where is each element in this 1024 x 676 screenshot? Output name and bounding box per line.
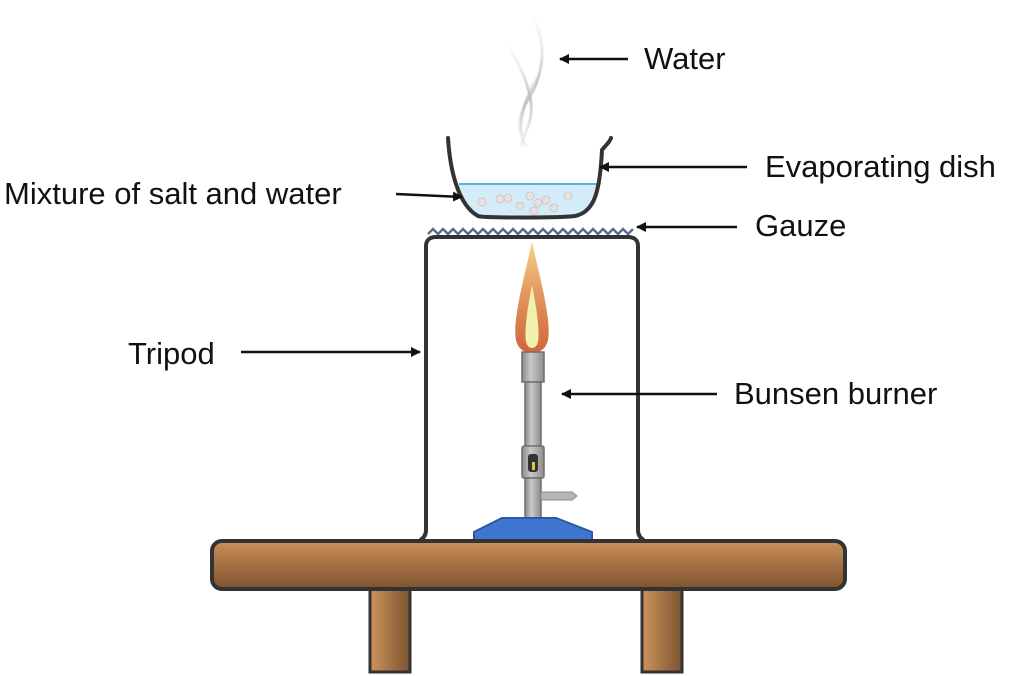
gauze <box>427 227 634 236</box>
label-mixture: Mixture of salt and water <box>4 176 342 211</box>
bunsen-burner <box>473 351 593 541</box>
label-gauze: Gauze <box>755 208 847 243</box>
label-evaporating-dish: Evaporating dish <box>765 149 996 184</box>
salt-particles <box>477 191 573 216</box>
arrow-mixture <box>395 191 463 202</box>
label-water: Water <box>644 41 726 76</box>
label-arrows <box>241 54 747 399</box>
flame <box>515 242 549 353</box>
label-tripod: Tripod <box>128 336 215 371</box>
table <box>210 539 847 674</box>
label-bunsen-burner: Bunsen burner <box>734 376 938 411</box>
steam-vapour <box>508 16 544 148</box>
tripod <box>419 235 645 542</box>
evaporating-dish <box>446 136 613 220</box>
